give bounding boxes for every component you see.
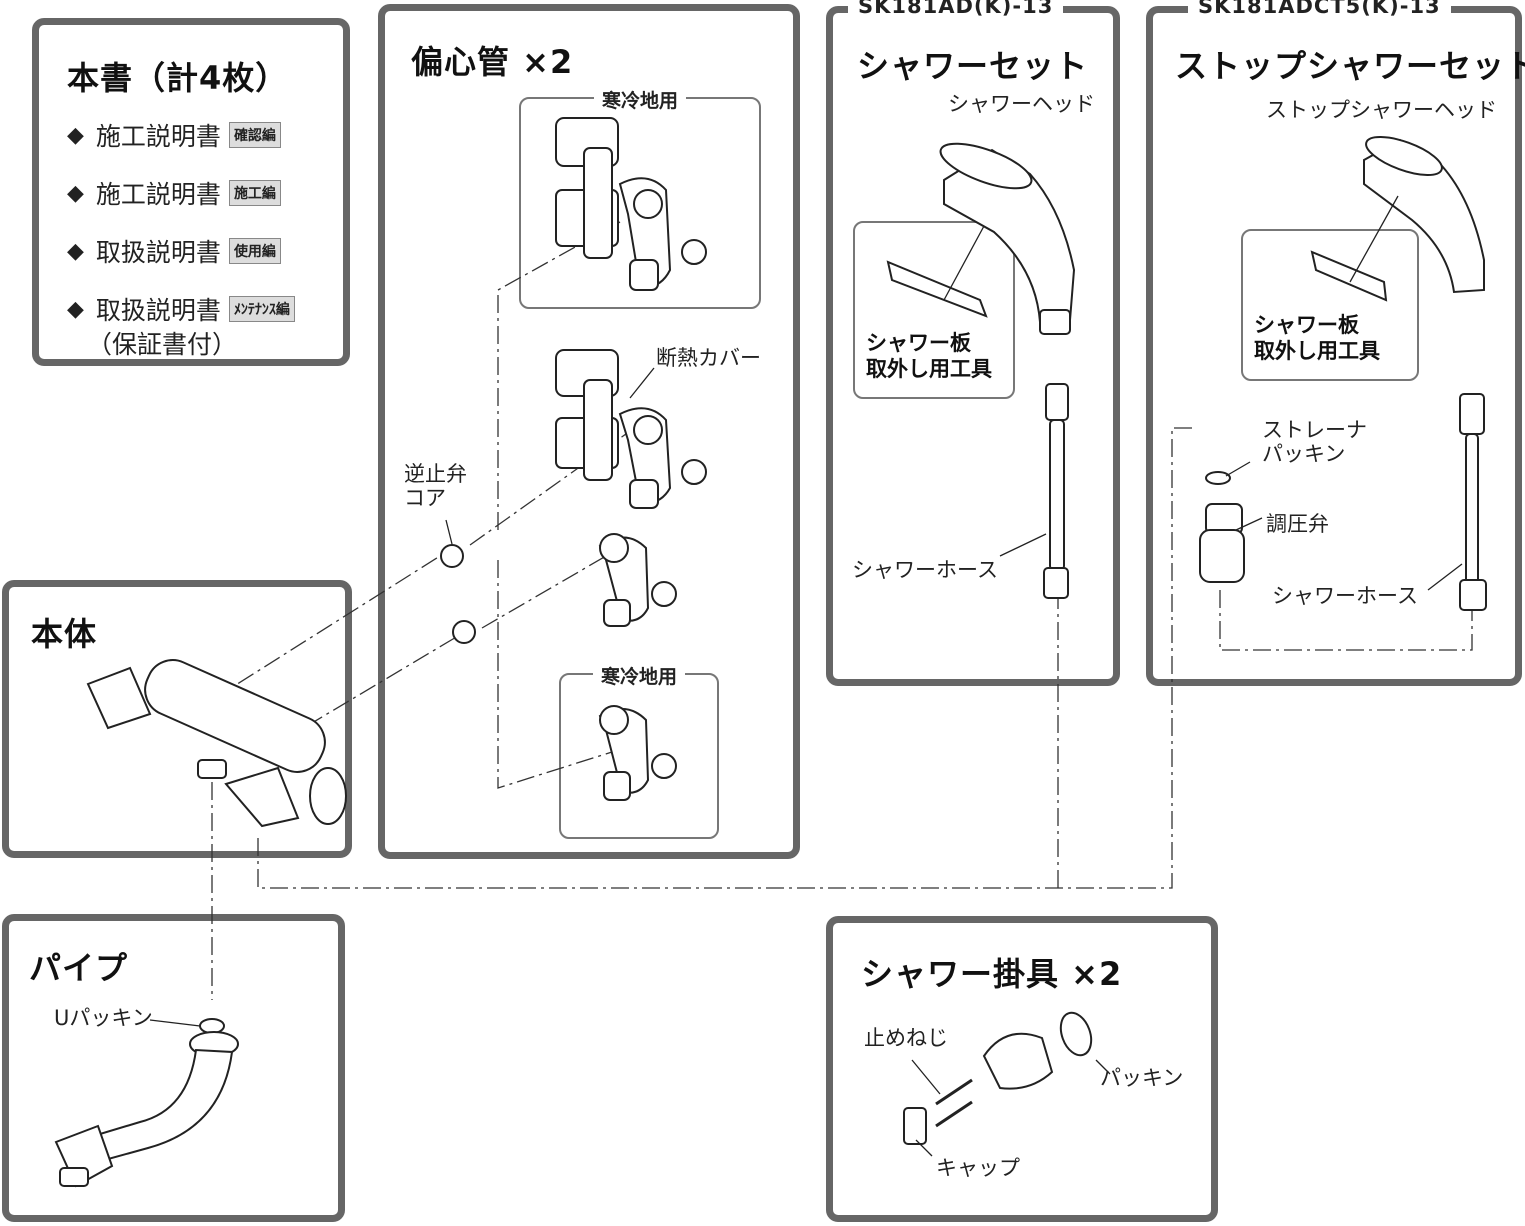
- mixing-valve-body: [86, 659, 347, 828]
- u-packing-label: Uパッキン: [54, 1006, 153, 1030]
- eccentric-pipe-plain: [598, 533, 677, 627]
- doc-item: ◆ 取扱説明書 使用編: [67, 233, 281, 269]
- stop-shower-tool-label: シャワー板 取外し用工具: [1254, 313, 1380, 364]
- tool-box: [853, 221, 1015, 399]
- shower-holder: [903, 1011, 1093, 1145]
- strainer-packing: [1205, 471, 1231, 485]
- docs-panel: 本書（計4枚） ◆ 施工説明書 確認編 ◆ 施工説明書 施工編 ◆ 取扱説明書 …: [32, 18, 350, 366]
- doc-item-tag: 施工編: [228, 180, 281, 206]
- check-valve-core: [440, 544, 476, 644]
- stop-shower-hose-label: シャワーホース: [1272, 584, 1418, 608]
- doc-item-tag: 確認編: [228, 122, 281, 148]
- doc-item-label: 取扱説明書: [95, 296, 221, 325]
- doc-item-label: 施工説明書: [95, 122, 221, 151]
- diamond-icon: ◆: [67, 296, 84, 322]
- cold-region-label: 寒冷地用: [592, 662, 686, 689]
- tool-box: [1241, 229, 1419, 381]
- stop-shower-head: [1363, 136, 1485, 294]
- shower-hose: [1043, 383, 1069, 599]
- docs-title: 本書（計4枚）: [67, 59, 289, 97]
- pipe-title: パイプ: [29, 949, 129, 987]
- pressure-regulator: [1199, 503, 1245, 583]
- shower-head-label: シャワーヘッド: [948, 92, 1095, 116]
- shower-tool-label: シャワー板 取外し用工具: [866, 331, 992, 382]
- doc-item-label: 取扱説明書: [95, 238, 221, 267]
- eccentric-pipe-cold-bottom: [598, 705, 677, 801]
- check-valve-core-label: 逆止弁 コア: [404, 462, 467, 511]
- shower-head: [939, 142, 1076, 335]
- doc-item: ◆ 取扱説明書 ﾒﾝﾃﾅﾝｽ編: [67, 291, 295, 327]
- doc-item: ◆ 施工説明書 確認編: [67, 117, 281, 153]
- shower-set-model: SK181AD(K)-13: [848, 0, 1064, 18]
- shower-set-title: シャワーセット: [857, 47, 1089, 85]
- shower-set-panel: シャワーセット: [826, 6, 1120, 686]
- eccentric-pipe-insulated: [555, 349, 707, 509]
- insulation-cover-label: 断熱カバー: [656, 346, 761, 370]
- holder-panel: シャワー掛具 ×2: [826, 916, 1218, 1222]
- stop-shower-hose: [1459, 393, 1487, 611]
- cap-label: キャップ: [936, 1156, 1020, 1180]
- doc-item-tag: ﾒﾝﾃﾅﾝｽ編: [228, 296, 295, 322]
- doc-item: ◆ 施工説明書 施工編: [67, 175, 281, 211]
- pipe-panel: パイプ: [2, 914, 345, 1222]
- diamond-icon: ◆: [67, 122, 84, 148]
- strainer-packing-label: ストレーナ パッキン: [1262, 418, 1367, 467]
- screw-label: 止めねじ: [864, 1026, 948, 1050]
- holder-title: シャワー掛具 ×2: [861, 955, 1123, 993]
- diamond-icon: ◆: [67, 238, 84, 264]
- spout-pipe: [54, 1018, 239, 1188]
- cold-region-box: 寒冷地用: [559, 662, 719, 839]
- stop-shower-title: ストップシャワーセット: [1175, 47, 1525, 85]
- shower-hose-label: シャワーホース: [852, 558, 998, 582]
- eccentric-pipe-cold-top: [555, 117, 707, 291]
- diamond-icon: ◆: [67, 180, 84, 206]
- doc-item-note: （保証書付）: [87, 330, 238, 359]
- holder-packing-label: パッキン: [1100, 1066, 1184, 1090]
- stop-shower-model: SK181ADCT5(K)-13: [1188, 0, 1451, 18]
- cold-region-label: 寒冷地用: [593, 86, 687, 113]
- regulator-label: 調圧弁: [1266, 512, 1329, 536]
- stop-shower-head-label: ストップシャワーヘッド: [1266, 98, 1497, 122]
- doc-item-tag: 使用編: [228, 238, 281, 264]
- eccentric-title: 偏心管 ×2: [411, 43, 574, 81]
- doc-item-label: 施工説明書: [95, 180, 221, 209]
- body-title: 本体: [31, 615, 98, 653]
